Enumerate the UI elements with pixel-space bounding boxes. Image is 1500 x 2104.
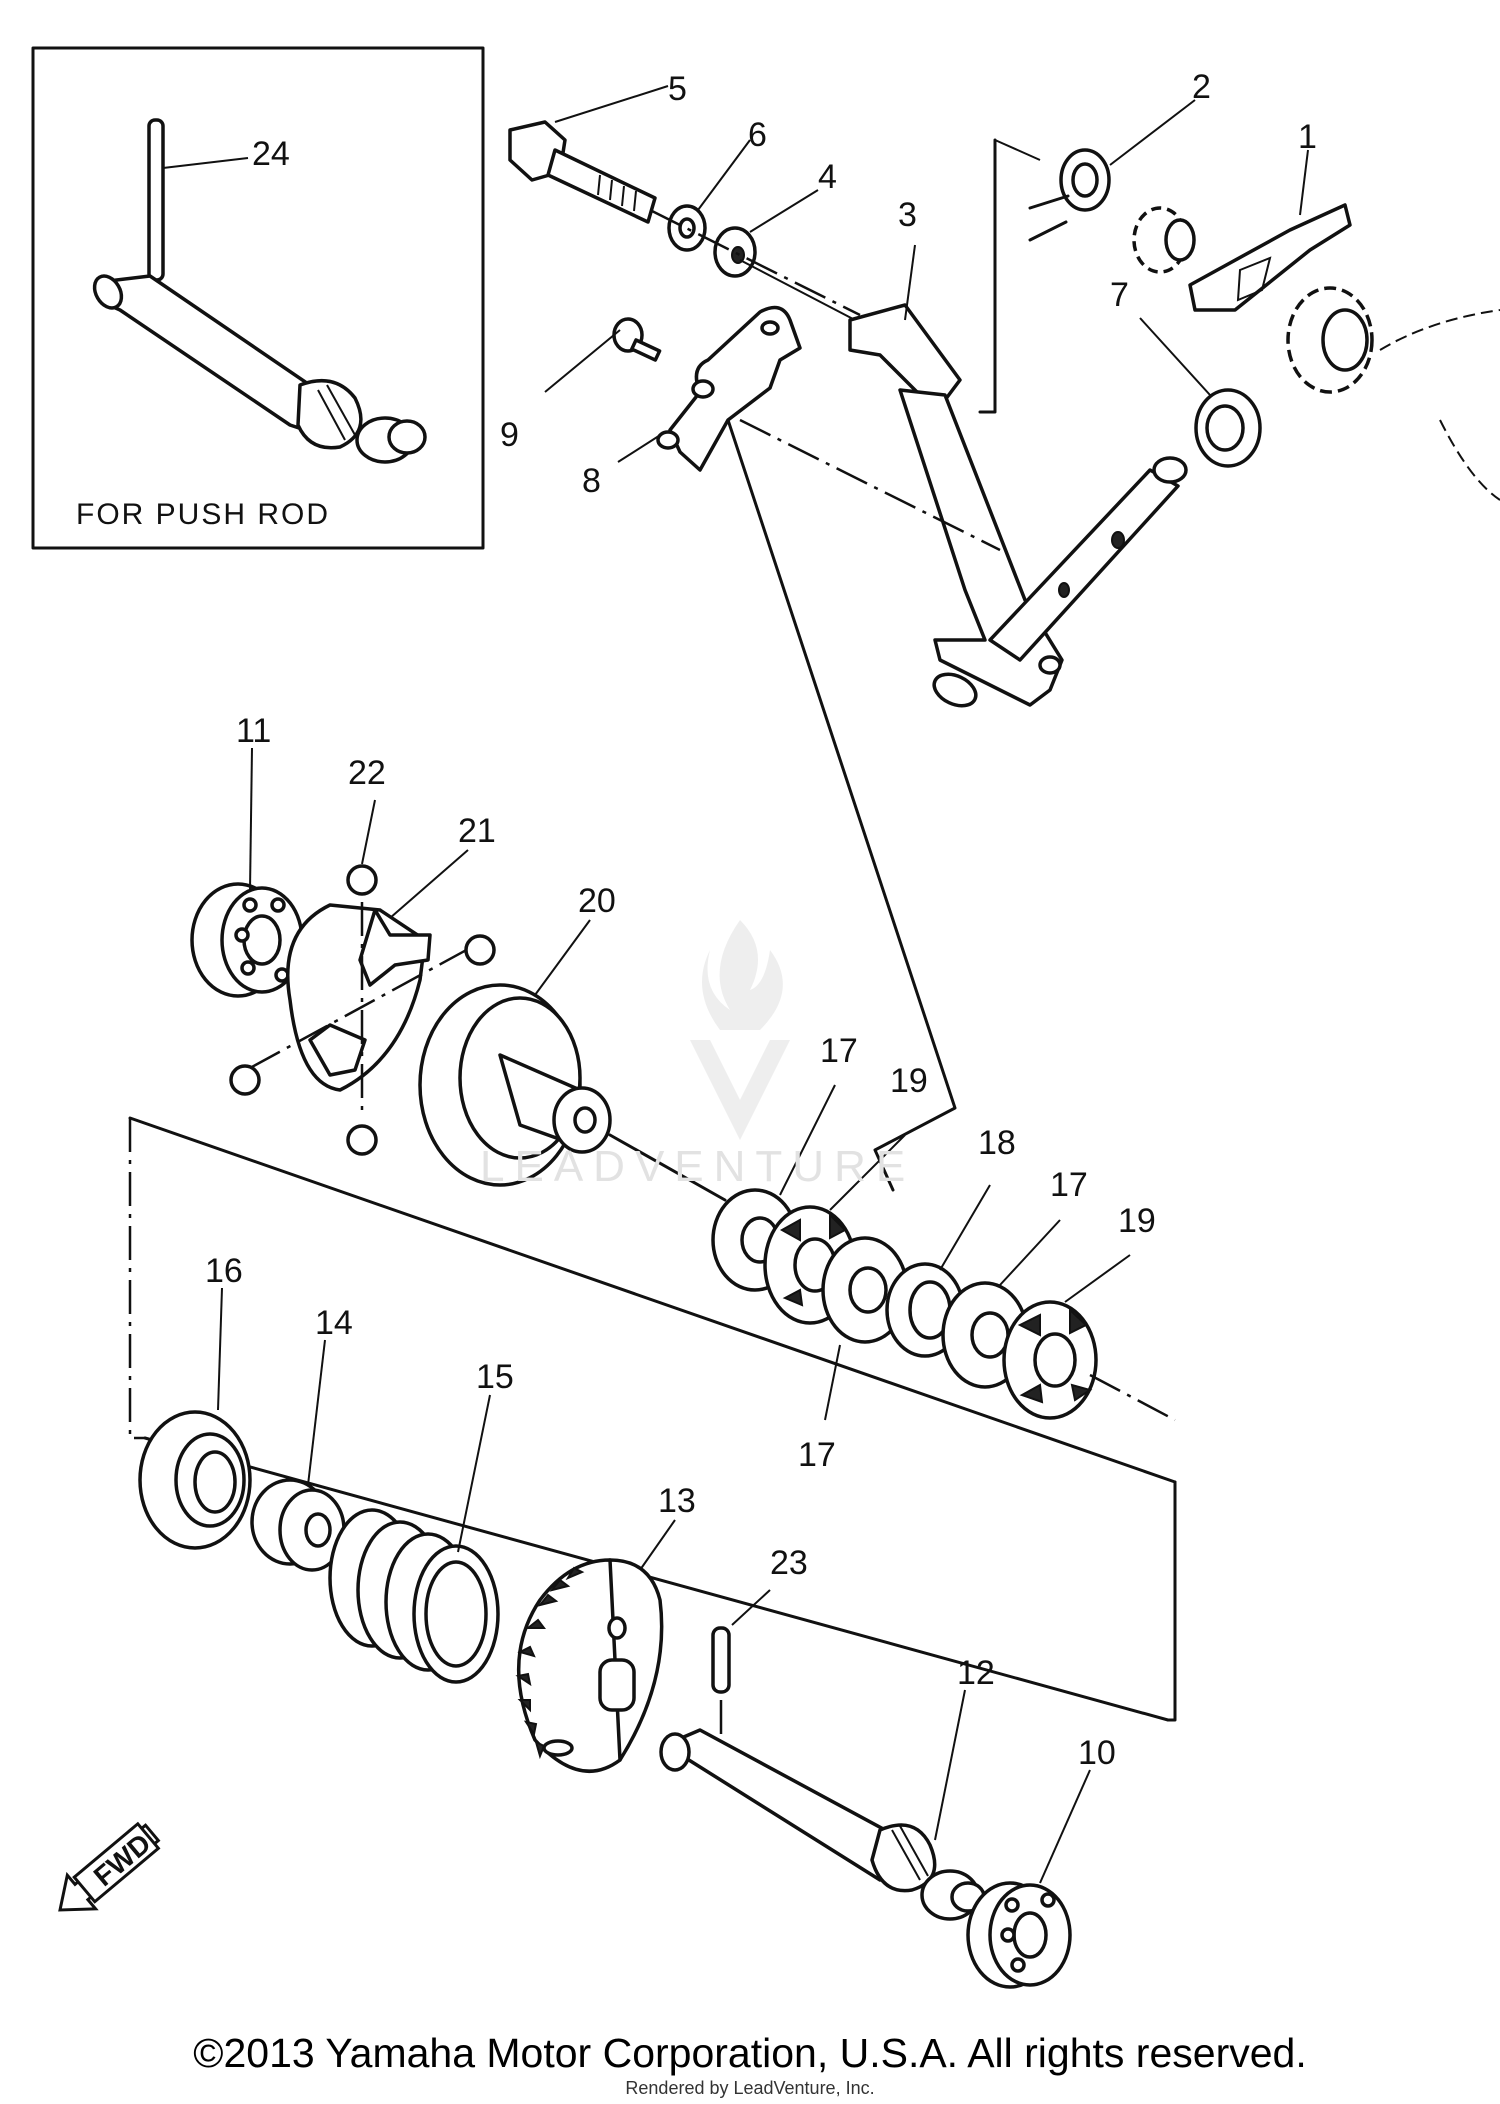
callout-16: 16: [205, 1252, 243, 1290]
kick-lever-assembly: 5 6 4 3 2 1 7 9 8: [500, 68, 1500, 708]
bracket-left: [128, 1118, 145, 1440]
push-rod-inset: 24 FOR PUSH ROD: [31, 46, 485, 550]
part-8-plate: [668, 305, 802, 472]
part-5-bolt: [508, 120, 657, 224]
callout-19-a: 19: [890, 1062, 928, 1100]
callout-9: 9: [500, 416, 519, 454]
dashed-collar: [1132, 206, 1196, 274]
callout-17-b: 17: [1050, 1166, 1088, 1204]
part-9-screw: [612, 317, 662, 362]
callout-11: 11: [236, 712, 271, 750]
part-16-oil-seal: [138, 1410, 252, 1550]
dashed-drum: [1286, 286, 1500, 501]
push-rod-shaft: [92, 274, 427, 464]
callout-24: 24: [252, 135, 290, 173]
part-2-spring: [1028, 148, 1111, 242]
callout-13: 13: [658, 1482, 696, 1520]
callout-4: 4: [818, 158, 837, 196]
callout-18: 18: [978, 1124, 1016, 1162]
callout-17-a: 17: [820, 1032, 858, 1070]
callout-14: 14: [315, 1304, 353, 1342]
watermark-text: LEADVENTURE: [480, 1142, 916, 1191]
callout-19-b: 19: [1118, 1202, 1156, 1240]
bracket-bottom: [143, 1436, 1170, 1722]
copyright-notice: ©2013 Yamaha Motor Corporation, U.S.A. A…: [193, 2030, 1307, 2076]
callout-21: 21: [458, 812, 496, 850]
part-13-kick-gear: [515, 1558, 664, 1773]
part-20-gear-boss: [418, 983, 727, 1202]
part-15-spring: [328, 1508, 500, 1684]
kick-shaft: [988, 456, 1188, 662]
part-19-clip-b: [1002, 1300, 1098, 1420]
part-23-pin: [711, 1626, 731, 1694]
part-24-pin: [147, 118, 165, 282]
part-10-bearing: [966, 1881, 1072, 1989]
callout-20: 20: [578, 882, 616, 920]
callout-15: 15: [476, 1358, 514, 1396]
rendered-by-note: Rendered by LeadVenture, Inc.: [625, 2078, 875, 2098]
callout-5: 5: [668, 70, 687, 108]
part-22-ball: [346, 864, 378, 896]
leadventure-watermark-icon: [690, 920, 790, 1140]
part-14-collar: [250, 1478, 346, 1572]
callout-8: 8: [582, 462, 601, 500]
fwd-arrow-icon: FWD: [58, 1821, 161, 1912]
callout-10: 10: [1078, 1734, 1116, 1772]
callout-1: 1: [1298, 118, 1317, 156]
part-21-cam: [229, 864, 496, 1156]
callout-22: 22: [348, 754, 386, 792]
callout-2: 2: [1192, 68, 1211, 106]
part-12-kick-axle: [659, 1728, 986, 1921]
part-11-bearing: [190, 882, 304, 998]
connector-8-to-18: [726, 418, 957, 1192]
kick-gear-assembly: 11 22 21 20 17 19 18 17 19 17: [190, 712, 1176, 1474]
kick-axle-assembly: 16 14 15 13 23 12 10: [138, 1252, 1116, 1989]
callout-3: 3: [898, 196, 917, 234]
leader-24: [162, 157, 249, 169]
callout-17-c: 17: [798, 1436, 836, 1474]
bracket-right: [1166, 1480, 1177, 1722]
inset-label: FOR PUSH ROD: [76, 498, 330, 531]
callout-7: 7: [1110, 276, 1129, 314]
callout-12: 12: [957, 1654, 995, 1692]
callout-23: 23: [770, 1544, 808, 1582]
bracket-top: [128, 1116, 1177, 1484]
part-7-oil-seal: [1194, 388, 1262, 468]
callout-6: 6: [748, 116, 767, 154]
